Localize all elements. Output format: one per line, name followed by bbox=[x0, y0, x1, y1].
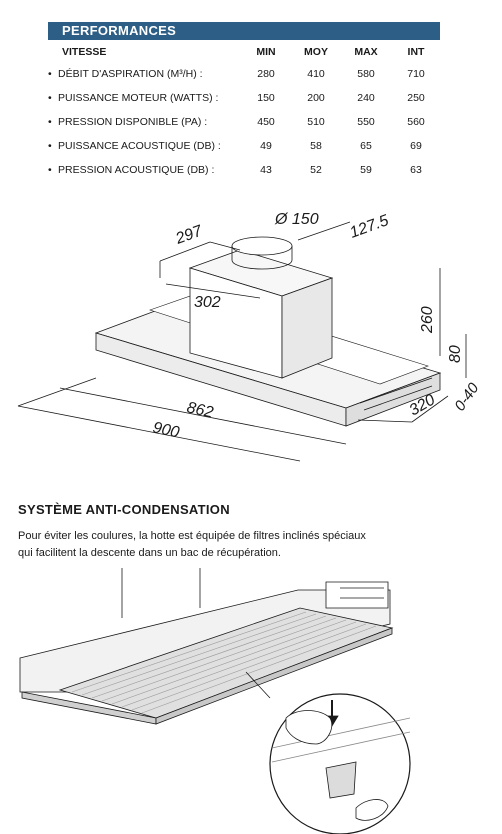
table-cell: 63 bbox=[410, 164, 422, 176]
table-cell: 69 bbox=[410, 140, 422, 152]
dimension-862: 862 bbox=[185, 399, 215, 421]
table-cell: 58 bbox=[310, 140, 322, 152]
row-label-text: PRESSION DISPONIBLE (PA) : bbox=[58, 116, 208, 128]
column-header-moy: MOY bbox=[304, 46, 328, 58]
row-label-text: PUISSANCE MOTEUR (WATTS) : bbox=[58, 92, 219, 104]
table-row: • PRESSION DISPONIBLE (PA) : 450 510 550 560 bbox=[48, 110, 440, 134]
table-cell: 52 bbox=[310, 164, 322, 176]
performances-title: PERFORMANCES bbox=[62, 23, 177, 38]
table-cell: 150 bbox=[257, 92, 275, 104]
table-cell: 240 bbox=[357, 92, 375, 104]
dimension-diagram: 297 Ø 150 127.5 302 260 80 862 900 320 0… bbox=[17, 211, 483, 462]
dimension-127-5: 127.5 bbox=[348, 212, 392, 242]
table-cell: 43 bbox=[260, 164, 272, 176]
dimension-diameter: Ø 150 bbox=[274, 211, 319, 228]
column-header-int: INT bbox=[407, 46, 425, 58]
row-label: • DÉBIT D'ASPIRATION (M³/H) : bbox=[48, 62, 203, 86]
description-line-2: qui facilitent la descente dans un bac d… bbox=[18, 547, 281, 559]
dimension-0-40: 0-40 bbox=[451, 379, 483, 414]
bullet-icon: • bbox=[48, 68, 52, 80]
row-label: • PUISSANCE MOTEUR (WATTS) : bbox=[48, 86, 218, 110]
table-cell: 280 bbox=[257, 68, 275, 80]
anti-condensation-illustration bbox=[19, 568, 411, 834]
column-header-vitesse: VITESSE bbox=[62, 46, 107, 58]
section-title: SYSTÈME ANTI-CONDENSATION bbox=[18, 502, 230, 517]
row-label-text: PUISSANCE ACOUSTIQUE (DB) : bbox=[58, 140, 221, 152]
table-cell: 450 bbox=[257, 116, 275, 128]
dimension-297: 297 bbox=[173, 222, 206, 248]
row-label-text: PRESSION ACOUSTIQUE (DB) : bbox=[58, 164, 215, 176]
column-header-min: MIN bbox=[256, 46, 276, 58]
table-cell: 510 bbox=[307, 116, 325, 128]
table-cell: 580 bbox=[357, 68, 375, 80]
table-cell: 410 bbox=[307, 68, 325, 80]
table-cell: 560 bbox=[407, 116, 425, 128]
table-cell: 550 bbox=[357, 116, 375, 128]
row-label: • PUISSANCE ACOUSTIQUE (DB) : bbox=[48, 134, 221, 158]
row-label-text: DÉBIT D'ASPIRATION (M³/H) : bbox=[58, 68, 203, 80]
table-cell: 200 bbox=[307, 92, 325, 104]
table-cell: 65 bbox=[360, 140, 372, 152]
table-cell: 49 bbox=[260, 140, 272, 152]
dimension-260: 260 bbox=[419, 306, 436, 334]
bullet-icon: • bbox=[48, 140, 52, 152]
dimension-900: 900 bbox=[151, 419, 181, 441]
table-row: • PRESSION ACOUSTIQUE (DB) : 43 52 59 63 bbox=[48, 158, 440, 182]
bullet-icon: • bbox=[48, 92, 52, 104]
dimension-302: 302 bbox=[194, 294, 221, 311]
column-header-max: MAX bbox=[354, 46, 378, 58]
bullet-icon: • bbox=[48, 116, 52, 128]
table-header-row: VITESSE MIN MOY MAX INT bbox=[48, 42, 440, 62]
description-line-1: Pour éviter les coulures, la hotte est é… bbox=[18, 530, 366, 542]
row-label: • PRESSION DISPONIBLE (PA) : bbox=[48, 110, 207, 134]
row-label: • PRESSION ACOUSTIQUE (DB) : bbox=[48, 158, 214, 182]
performances-header: PERFORMANCES bbox=[48, 22, 440, 40]
section-description: Pour éviter les coulures, la hotte est é… bbox=[18, 528, 488, 562]
dimension-80: 80 bbox=[447, 345, 464, 363]
performances-table: VITESSE MIN MOY MAX INT • DÉBIT D'ASPIRAT… bbox=[48, 42, 440, 182]
table-cell: 250 bbox=[407, 92, 425, 104]
table-row: • PUISSANCE ACOUSTIQUE (DB) : 49 58 65 69 bbox=[48, 134, 440, 158]
table-cell: 59 bbox=[360, 164, 372, 176]
table-cell: 710 bbox=[407, 68, 425, 80]
table-row: • DÉBIT D'ASPIRATION (M³/H) : 280 410 580 710 bbox=[48, 62, 440, 86]
bullet-icon: • bbox=[48, 164, 52, 176]
table-row: • PUISSANCE MOTEUR (WATTS) : 150 200 240 250 bbox=[48, 86, 440, 110]
